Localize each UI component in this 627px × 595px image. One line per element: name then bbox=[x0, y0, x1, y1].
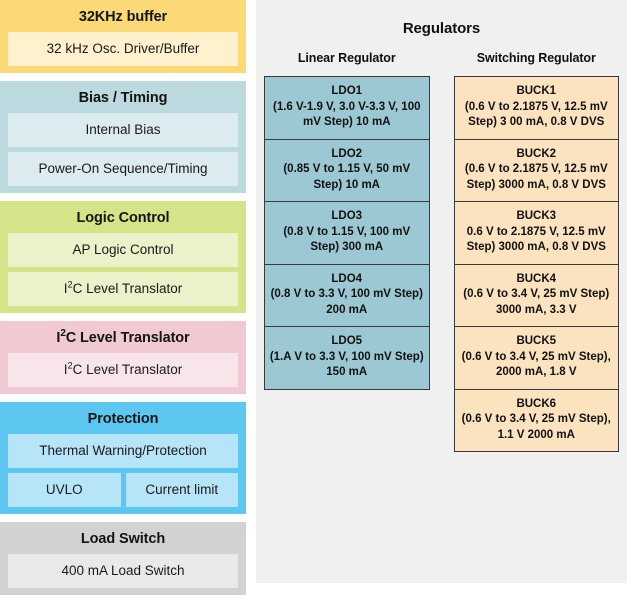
regulator-spec: (0.6 V to 2.1875 V, 12.5 mV Step) 3 00 m… bbox=[464, 100, 608, 129]
sub-block: Internal Bias bbox=[8, 113, 238, 147]
sub-block: Power-On Sequence/Timing bbox=[8, 152, 238, 186]
regulator-item-ldo3: LDO3 (0.8 V to 1.15 V, 100 mV Step) 300 m… bbox=[265, 202, 429, 265]
regulator-spec: 0.6 V to 2.1875 V, 12.5 mV Step) 3000 mA… bbox=[466, 225, 606, 254]
regulator-name: BUCK1 bbox=[516, 85, 557, 97]
group-title-logic-control: Logic Control bbox=[76, 210, 170, 226]
sub-block: AP Logic Control bbox=[8, 233, 238, 267]
sub-block: UVLO bbox=[8, 473, 121, 507]
group-title-protection: Protection bbox=[87, 411, 159, 427]
regulator-spec: (0.6 V to 3.4 V, 25 mV Step) 3000 mA, 3.… bbox=[463, 288, 610, 316]
regulator-spec: (0.85 V to 1.15 V, 50 mV Step) 10 mA bbox=[283, 163, 411, 191]
regulator-column-heading-switching-regulator: Switching Regulator bbox=[476, 51, 596, 65]
regulator-spec: (0.8 V to 1.15 V, 100 mV Step) 300 mA bbox=[283, 225, 411, 254]
regulator-spec: (0.6 V to 3.4 V, 25 mV Step), 1.1 V 2000… bbox=[461, 413, 611, 441]
regulator-item-ldo5: LDO5 (1.A V to 3.3 V, 100 mV Step) 150 mA bbox=[265, 327, 429, 389]
regulator-spec: (1.6 V-1.9 V, 3.0 V-3.3 V, 100 mV Step) … bbox=[273, 100, 421, 129]
regulator-spec: (0.8 V to 3.3 V, 100 mV Step) 200 mA bbox=[270, 288, 423, 316]
sub-block: Current limit bbox=[125, 473, 238, 507]
regulator-name: BUCK3 bbox=[516, 210, 557, 222]
regulator-spec: (0.6 V to 3.4 V, 25 mV Step), 2000 mA, 1… bbox=[461, 350, 611, 379]
group-title-load-switch: Load Switch bbox=[80, 531, 166, 547]
group-title-i2c-level-translator: I2C Level Translator bbox=[56, 328, 190, 346]
regulator-item-buck3: BUCK3 0.6 V to 2.1875 V, 12.5 mV Step) 30… bbox=[454, 202, 618, 265]
regulator-name: BUCK5 bbox=[516, 335, 557, 347]
sub-block: Thermal Warning/Protection bbox=[8, 434, 238, 468]
regulator-spec: (1.A V to 3.3 V, 100 mV Step) 150 mA bbox=[269, 350, 424, 379]
regulators-title: Regulators bbox=[402, 20, 481, 37]
regulator-name: LDO3 bbox=[331, 210, 363, 222]
regulator-item-buck1: BUCK1 (0.6 V to 2.1875 V, 12.5 mV Step) 3… bbox=[454, 77, 618, 140]
regulator-name: LDO5 bbox=[331, 335, 363, 347]
regulator-name: LDO2 bbox=[331, 147, 363, 160]
regulator-spec: (0.6 V to 2.1875 V, 12.5 mV Step) 3000 m… bbox=[464, 163, 608, 191]
sub-block: 32 kHz Osc. Driver/Buffer bbox=[8, 32, 238, 66]
regulator-item-ldo2: LDO2 (0.85 V to 1.15 V, 50 mV Step) 10 mA bbox=[265, 140, 429, 202]
regulator-item-ldo1: LDO1 (1.6 V-1.9 V, 3.0 V-3.3 V, 100 mV St… bbox=[265, 77, 429, 140]
block-group-load-switch: Load Switch 400 mA Load Switch bbox=[0, 522, 246, 595]
regulator-item-buck2: BUCK2 (0.6 V to 2.1875 V, 12.5 mV Step) 3… bbox=[454, 140, 618, 202]
regulator-item-buck6: BUCK6 (0.6 V to 3.4 V, 25 mV Step), 1.1 V… bbox=[455, 390, 619, 452]
regulator-name: LDO4 bbox=[331, 272, 363, 285]
regulator-item-buck5: BUCK5 (0.6 V to 3.4 V, 25 mV Step), 2000 … bbox=[454, 327, 618, 390]
sub-block: I2C Level Translator bbox=[8, 272, 238, 306]
regulator-item-buck4: BUCK4 (0.6 V to 3.4 V, 25 mV Step) 3000 m… bbox=[454, 265, 618, 327]
regulator-stack-switching-regulator: BUCK1 (0.6 V to 2.1875 V, 12.5 mV Step) 3… bbox=[453, 76, 619, 452]
regulator-item-ldo4: LDO4 (0.8 V to 3.3 V, 100 mV Step) 200 mA bbox=[265, 265, 429, 327]
sub-block: 400 mA Load Switch bbox=[8, 554, 238, 588]
regulator-name: BUCK4 bbox=[516, 272, 557, 285]
regulator-column-heading-linear-regulator: Linear Regulator bbox=[297, 51, 396, 65]
block-group-32khz-buffer: 32KHz buffer 32 kHz Osc. Driver/Buffer bbox=[0, 0, 246, 73]
group-title-32khz-buffer: 32KHz buffer bbox=[78, 9, 168, 25]
regulator-name: BUCK6 bbox=[516, 397, 557, 410]
regulator-name: LDO1 bbox=[331, 85, 363, 97]
regulator-stack-linear-regulator: LDO1 (1.6 V-1.9 V, 3.0 V-3.3 V, 100 mV St… bbox=[264, 76, 430, 390]
regulator-name: BUCK2 bbox=[516, 147, 557, 160]
sub-block: I2C Level Translator bbox=[8, 353, 238, 387]
group-title-bias-timing: Bias / Timing bbox=[78, 90, 168, 106]
